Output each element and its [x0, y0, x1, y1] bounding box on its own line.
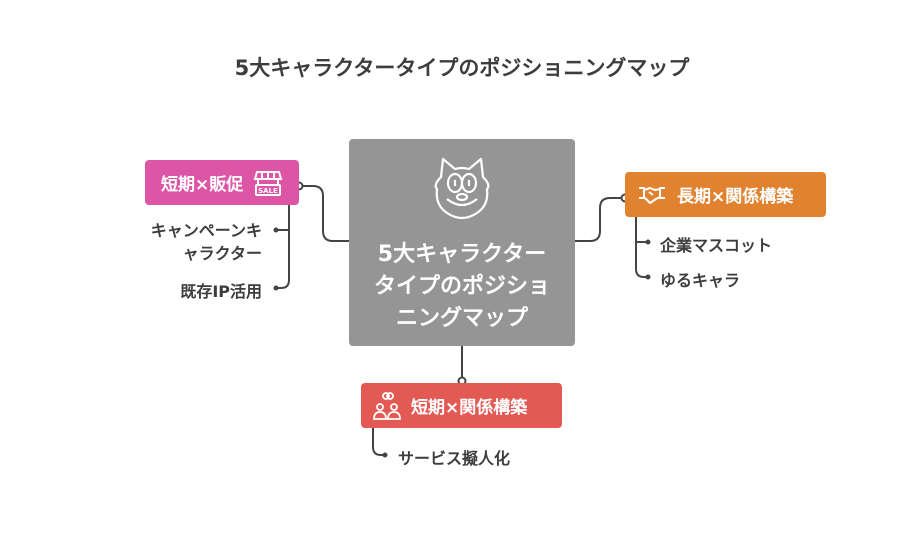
child-corporate-mascot: 企業マスコット [660, 236, 773, 255]
pink-children-line [276, 205, 290, 289]
branch-label: 短期×販促 [161, 175, 244, 195]
child-campaign-character: キャンペーンキャラクター [150, 221, 262, 263]
branch-label: 長期×関係構築 [677, 187, 794, 207]
center-label: 5大キャラクタータイプのポジショニングマップ [373, 242, 550, 331]
center-node[interactable]: 5大キャラクタータイプのポジショニングマップ [349, 139, 575, 346]
connector-pink [303, 185, 349, 242]
orange-children-line [635, 217, 648, 278]
cat-face-icon [434, 157, 490, 220]
child-service-personification: サービス擬人化 [398, 449, 511, 468]
red-children-line [372, 428, 385, 456]
people-ring-icon [373, 391, 401, 420]
connector-orange [575, 197, 621, 242]
branch-short-promotion[interactable]: 短期×販促 SALE [145, 160, 299, 205]
branch-short-relationship[interactable]: 短期×関係構築 [361, 383, 562, 428]
svg-text:SALE: SALE [258, 187, 278, 195]
sale-shop-icon: SALE [253, 170, 283, 196]
branch-long-relationship[interactable]: 長期×関係構築 [625, 172, 826, 217]
child-yuru-chara: ゆるキャラ [660, 271, 741, 290]
branch-label: 短期×関係構築 [411, 398, 528, 418]
handshake-icon [639, 186, 665, 204]
page-title: 5大キャラクタータイプのポジショニングマップ [234, 56, 690, 80]
child-existing-ip: 既存IP活用 [180, 282, 262, 301]
